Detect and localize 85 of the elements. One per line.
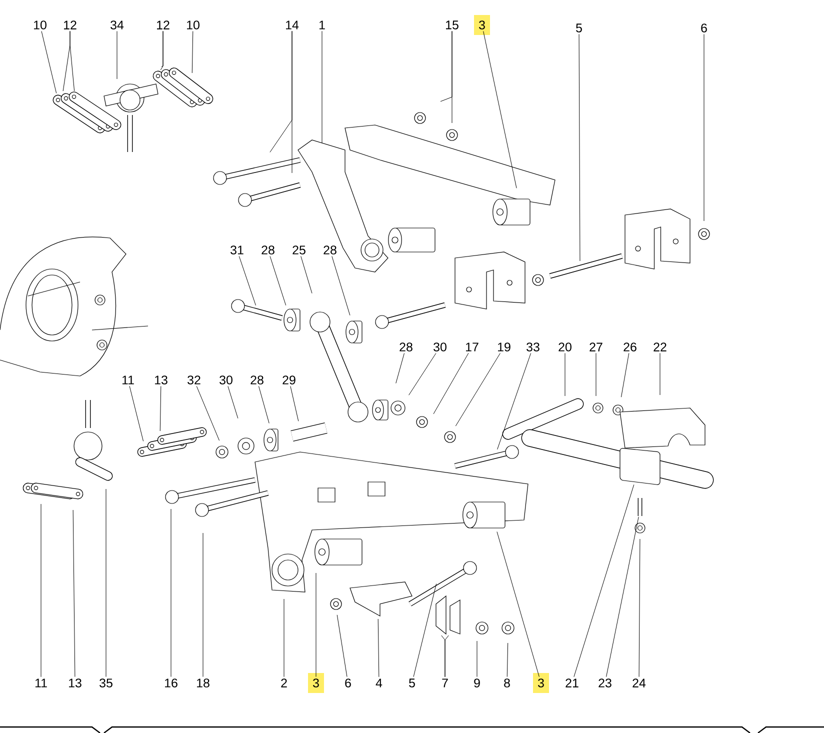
callout-number: 3: [538, 678, 544, 688]
leader-line: [270, 256, 286, 306]
leader-line: [638, 538, 640, 678]
callout-number: 12: [157, 20, 170, 30]
leader-line: [196, 386, 220, 441]
callout-number: 10: [187, 20, 200, 30]
callout-number: 27: [590, 342, 602, 352]
callout-number: 14: [286, 20, 299, 30]
callout-number: 11: [35, 678, 47, 688]
callout-number: 33: [526, 342, 540, 352]
leader-line: [332, 256, 350, 316]
callout-number: 28: [324, 246, 336, 254]
leader-line: [455, 352, 500, 426]
leader-line: [496, 531, 540, 678]
callout-number: 13: [69, 678, 82, 688]
leader-line: [72, 510, 76, 678]
leader-line: [170, 508, 172, 678]
callout-number: 15: [446, 20, 458, 30]
leader-line: [160, 386, 162, 432]
callout-number: 12: [64, 20, 76, 30]
callout-number: 25: [292, 246, 306, 254]
callout-number: 20: [558, 342, 572, 352]
leader-line: [238, 256, 256, 306]
leader-line: [506, 642, 508, 678]
leader-line: [192, 30, 194, 74]
callout-number: 28: [250, 376, 264, 384]
leader-line: [413, 584, 437, 678]
leader-line: [564, 352, 566, 396]
leader-line: [336, 614, 348, 678]
callout-number: 3: [313, 678, 319, 688]
callout-number: 21: [566, 678, 578, 688]
callout-number: 13: [155, 376, 168, 384]
leader-line: [483, 30, 517, 188]
leader-line: [290, 386, 299, 422]
callout-number: 30: [220, 376, 232, 384]
callout-number: 30: [434, 342, 446, 352]
callout-number: 7: [442, 678, 448, 688]
leader-line: [378, 618, 380, 678]
leader-line: [444, 635, 449, 678]
leader-line: [476, 640, 478, 678]
leader-line: [300, 256, 312, 294]
callout-number: 26: [624, 342, 636, 352]
leader-line: [408, 352, 436, 396]
leader-line: [620, 352, 630, 398]
callout-number: 5: [409, 678, 415, 688]
callout-number: 18: [197, 678, 210, 688]
callout-number: 34: [110, 20, 124, 30]
callout-number: 29: [282, 376, 296, 384]
callout-number: 11: [122, 376, 134, 384]
callout-number: 17: [466, 342, 478, 352]
callout-number: 28: [262, 246, 274, 254]
callout-number: 23: [598, 678, 612, 688]
leader-line: [40, 504, 42, 678]
callout-number: 10: [34, 20, 46, 30]
leader-line: [497, 352, 532, 450]
leader-line: [202, 532, 204, 678]
callout-number: 1: [319, 20, 325, 30]
callout-number: 5: [576, 24, 582, 32]
leader-line: [161, 30, 164, 67]
callout-number: 31: [230, 246, 244, 254]
callout-number: 35: [100, 678, 112, 688]
leader-line: [258, 386, 270, 424]
callout-number: 9: [474, 678, 480, 688]
callout-number: 3: [479, 20, 485, 30]
leader-line: [129, 386, 144, 442]
callout-number: 19: [498, 342, 510, 352]
leader-line: [606, 516, 639, 678]
callout-number: 22: [654, 342, 666, 352]
leader-line: [578, 34, 580, 262]
callout-number: 2: [281, 678, 287, 688]
callout-number: 32: [188, 376, 200, 384]
callout-number: 8: [504, 678, 510, 688]
callout-number: 6: [345, 678, 351, 688]
callout-number: 24: [632, 678, 646, 688]
callout-number: 28: [400, 342, 412, 352]
leader-line: [116, 30, 118, 80]
leader-line: [396, 352, 405, 384]
leader-line: [433, 352, 469, 414]
leader-line: [41, 30, 57, 94]
leader-line: [574, 484, 634, 678]
callout-number: 6: [701, 24, 707, 32]
callout-number: 4: [376, 678, 382, 688]
leader-line: [70, 30, 75, 92]
leader-line: [228, 386, 238, 419]
callout-number: 16: [165, 678, 178, 688]
